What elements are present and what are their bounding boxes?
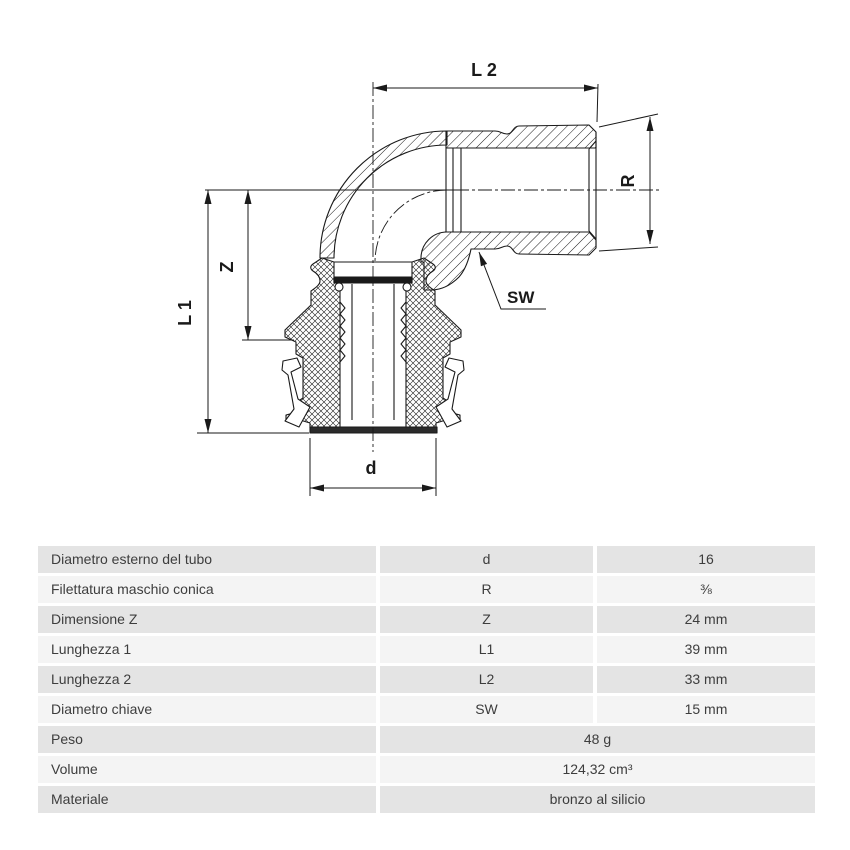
- thread-bottom-wall-and-shoulder: [420, 231, 597, 291]
- dim-r-ext-top: [598, 113, 659, 128]
- table-row-lunghezza-2: Lunghezza 2 L2 33 mm: [38, 666, 815, 693]
- row-symbol: R: [380, 576, 593, 603]
- dim-d-arrow-left: [310, 484, 324, 492]
- dim-label-r: R: [618, 175, 638, 188]
- retaining-clip: [281, 357, 311, 428]
- row-label: Diametro esterno del tubo: [38, 546, 376, 573]
- o-ring: [334, 282, 344, 292]
- row-label: Diametro chiave: [38, 696, 376, 723]
- dim-l1-arrow-top: [204, 190, 212, 204]
- row-value: 48 g: [380, 726, 815, 753]
- row-value: 16: [597, 546, 815, 573]
- thread-top-wall: [445, 124, 597, 149]
- row-symbol: SW: [380, 696, 593, 723]
- press-sleeve-left: [281, 257, 353, 429]
- dimensions: [197, 83, 659, 496]
- table-row-filettatura: Filettatura maschio conica R ⅜: [38, 576, 815, 603]
- dim-r-ext-bottom: [598, 246, 659, 252]
- dim-l1-arrow-bottom: [204, 419, 212, 433]
- dim-z-arrow-top: [244, 190, 252, 204]
- bottom-rim: [309, 426, 438, 434]
- row-label: Lunghezza 2: [38, 666, 376, 693]
- table-row-volume: Volume 124,32 cm³: [38, 756, 815, 783]
- row-value: 33 mm: [597, 666, 815, 693]
- row-value: 39 mm: [597, 636, 815, 663]
- table-row-materiale: Materiale bronzo al silicio: [38, 786, 815, 813]
- row-symbol: L1: [380, 636, 593, 663]
- sw-leader-arrow: [479, 252, 488, 267]
- bend-centerline-arc: [374, 189, 448, 263]
- dim-z-arrow-bottom: [244, 326, 252, 340]
- row-label: Dimensione Z: [38, 606, 376, 633]
- dim-d-arrow-right: [422, 484, 436, 492]
- dim-r-arrow-top: [646, 117, 654, 131]
- table-row-diametro-esterno: Diametro esterno del tubo d 16: [38, 546, 815, 573]
- centerlines: [205, 82, 662, 452]
- fitting-body: [281, 124, 597, 434]
- table-row-dimensione-z: Dimensione Z Z 24 mm: [38, 606, 815, 633]
- row-symbol: Z: [380, 606, 593, 633]
- dim-label-l2: L 2: [471, 60, 497, 80]
- row-value: 15 mm: [597, 696, 815, 723]
- dim-r-arrow-bottom: [646, 230, 654, 244]
- face-chamfer-bottom: [588, 230, 597, 240]
- row-label: Peso: [38, 726, 376, 753]
- table-row-diametro-chiave: Diametro chiave SW 15 mm: [38, 696, 815, 723]
- row-label: Volume: [38, 756, 376, 783]
- dim-label-l1: L 1: [175, 300, 195, 326]
- sw-leader-line: [478, 251, 546, 310]
- dim-label-sw: SW: [507, 288, 535, 307]
- row-value: bronzo al silicio: [380, 786, 815, 813]
- row-value: 24 mm: [597, 606, 815, 633]
- dim-label-z: Z: [217, 262, 237, 273]
- row-label: Lunghezza 1: [38, 636, 376, 663]
- dim-label-d: d: [366, 458, 377, 478]
- elbow-outer-wall: [319, 130, 448, 259]
- face-chamfer-top: [588, 140, 597, 150]
- table-row-lunghezza-1: Lunghezza 1 L1 39 mm: [38, 636, 815, 663]
- row-label: Materiale: [38, 786, 376, 813]
- elbow-fitting-technical-drawing: L 2 R Z L 1 SW d: [175, 60, 662, 496]
- row-value: ⅜: [597, 576, 815, 603]
- table-row-peso: Peso 48 g: [38, 726, 815, 753]
- row-label: Filettatura maschio conica: [38, 576, 376, 603]
- row-symbol: d: [380, 546, 593, 573]
- row-symbol: L2: [380, 666, 593, 693]
- dim-l2-ext-right: [596, 83, 599, 123]
- row-value: 124,32 cm³: [380, 756, 815, 783]
- dim-l2-arrow-left: [373, 84, 387, 92]
- dim-l2-arrow-right: [584, 84, 598, 92]
- spec-table: Diametro esterno del tubo d 16 Filettatu…: [38, 546, 815, 816]
- grip-serration: [339, 301, 346, 363]
